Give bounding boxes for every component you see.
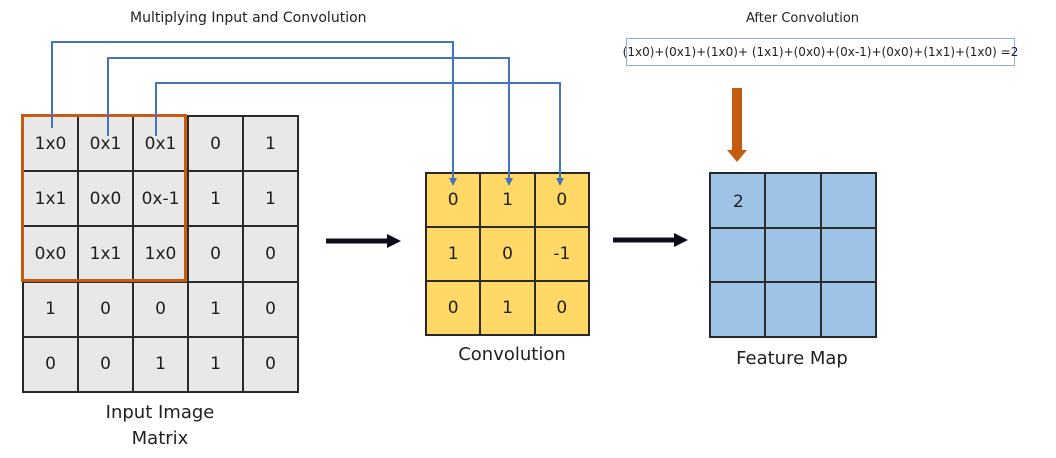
convolution-caption: Convolution [458,344,566,365]
input-matrix-cell: 0 [188,226,243,282]
input-matrix-cell: 0 [243,281,298,337]
input-matrix-cell: 1x0 [23,116,78,172]
diagram-title: Multiplying Input and Convolution [130,10,367,26]
connector-line-3 [155,82,564,186]
feature-map-cell [710,282,766,337]
input-caption-line1: Input Image [105,402,215,423]
input-matrix-cell: 0 [78,336,133,392]
kernel-cell: 0 [480,227,535,281]
input-matrix-cell: 1 [133,336,188,392]
kernel-cell: 1 [426,227,481,281]
feature-map-cell [765,173,821,228]
input-matrix-cell: 0 [188,116,243,172]
input-matrix-cell: 1 [188,281,243,337]
feature-map-cell [820,173,876,228]
input-matrix-cell: 1x1 [23,171,78,227]
connector-line-1 [51,41,457,186]
input-matrix-caption: Input Image Matrix [90,400,230,452]
kernel-cell: -1 [534,227,589,281]
feature-map-cell [710,227,766,283]
formula-box: (1x0)+(0x1)+(1x0)+ (1x1)+(0x0)+(0x-1)+(0… [623,38,1018,66]
feature-map-cell [820,282,876,337]
input-matrix-cell: 1 [243,171,298,227]
kernel-cell: 0 [534,281,589,335]
input-matrix-cell: 0 [133,281,188,337]
feature-map-cell [765,227,821,283]
feature-map: 2 [709,172,877,338]
input-caption-line2: Matrix [131,428,189,449]
input-matrix-cell: 1 [23,281,78,337]
input-matrix-cell: 1 [243,116,298,172]
input-matrix-cell: 1 [188,171,243,227]
connector-line-2 [107,57,513,186]
input-matrix-cell: 0 [243,336,298,392]
input-matrix-cell: 0x0 [78,171,133,227]
feature-map-caption: Feature Map [736,348,848,369]
input-matrix-cell: 1x1 [78,226,133,282]
formula-text: (1x0)+(0x1)+(1x0)+ (1x1)+(0x0)+(0x-1)+(0… [622,45,1019,59]
input-matrix-cell: 1 [188,336,243,392]
feature-map-cell [820,227,876,283]
input-matrix-cell: 0x-1 [133,171,188,227]
feature-map-cell [765,282,821,337]
kernel-cell: 1 [480,281,535,335]
input-matrix-cell: 0 [78,281,133,337]
input-matrix-cell: 0 [243,226,298,282]
down-arrow [727,88,747,162]
after-convolution-title: After Convolution [746,11,860,26]
input-matrix-cell: 0 [23,336,78,392]
kernel-cell: 0 [426,281,481,335]
feature-map-cell: 2 [710,173,766,228]
